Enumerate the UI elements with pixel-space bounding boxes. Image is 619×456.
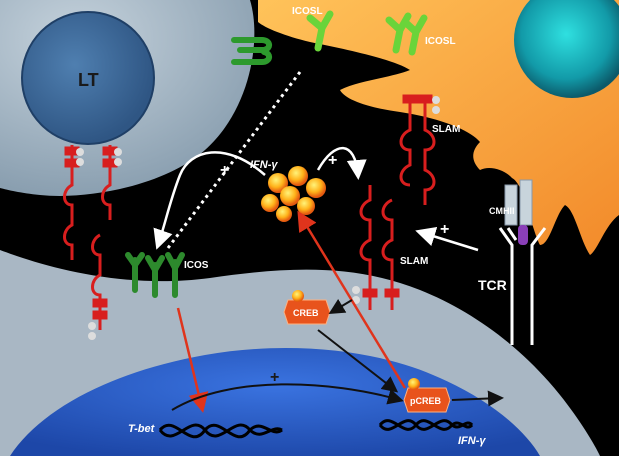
dna-tbet	[158, 423, 283, 439]
icos-icosl-dotted-link	[166, 71, 302, 249]
arrow-creb-to-pcreb	[317, 329, 399, 393]
creb-label: CREB	[293, 308, 319, 318]
tcr-receptor	[498, 227, 547, 345]
slam-label-top: SLAM	[432, 124, 460, 135]
slam-label-bottom: SLAM	[400, 256, 428, 267]
icosl-receptors	[306, 10, 428, 56]
tcr-label: TCR	[478, 277, 507, 293]
arrow-slam-to-creb	[328, 298, 353, 315]
arrow-ifn-to-slam	[316, 146, 367, 180]
icosl-label-right: ICOSL	[425, 36, 456, 47]
arrow-tbet-to-ifn-gene	[171, 383, 404, 411]
mhcii-complex	[504, 179, 533, 245]
plus-tbet-ifn: +	[270, 369, 279, 386]
icos-receptor	[125, 252, 185, 298]
arrow-pcreb-to-ifn	[297, 210, 407, 389]
phospho-slam	[352, 96, 440, 304]
plus-ifn-slam: +	[328, 152, 337, 169]
pcreb-protein	[403, 378, 451, 413]
phospho-lt	[76, 148, 122, 340]
lt-label: LT	[78, 70, 99, 90]
icos-label: ICOS	[184, 260, 209, 271]
plus-tcr-slam: +	[440, 221, 449, 238]
icos-free-receptor	[231, 37, 272, 65]
dna-ifn	[378, 419, 474, 431]
creb-protein	[283, 290, 331, 325]
cmhii-label: CMHII	[489, 206, 515, 216]
arrow-ifn-to-icos	[153, 151, 266, 250]
slam-apc-chains	[399, 94, 436, 205]
plus-ifn-icos: +	[220, 162, 229, 179]
slam-tcell-chains	[359, 185, 400, 310]
ifn-gamma-cluster	[261, 166, 326, 222]
pcreb-label: pCREB	[410, 396, 441, 406]
lt-nucleus	[21, 11, 155, 145]
tbet-label: T-bet	[128, 423, 156, 435]
arrow-icos-to-tbet	[176, 307, 209, 413]
ifn-gamma-label-bottom: IFN-γ	[458, 435, 486, 447]
apc-nucleus	[514, 0, 619, 98]
slam-tcell-left	[91, 233, 108, 330]
icosl-label-top: ICOSL	[292, 6, 323, 17]
arrow-tcr-to-slam	[415, 226, 479, 252]
arrow-transcription	[451, 390, 504, 407]
